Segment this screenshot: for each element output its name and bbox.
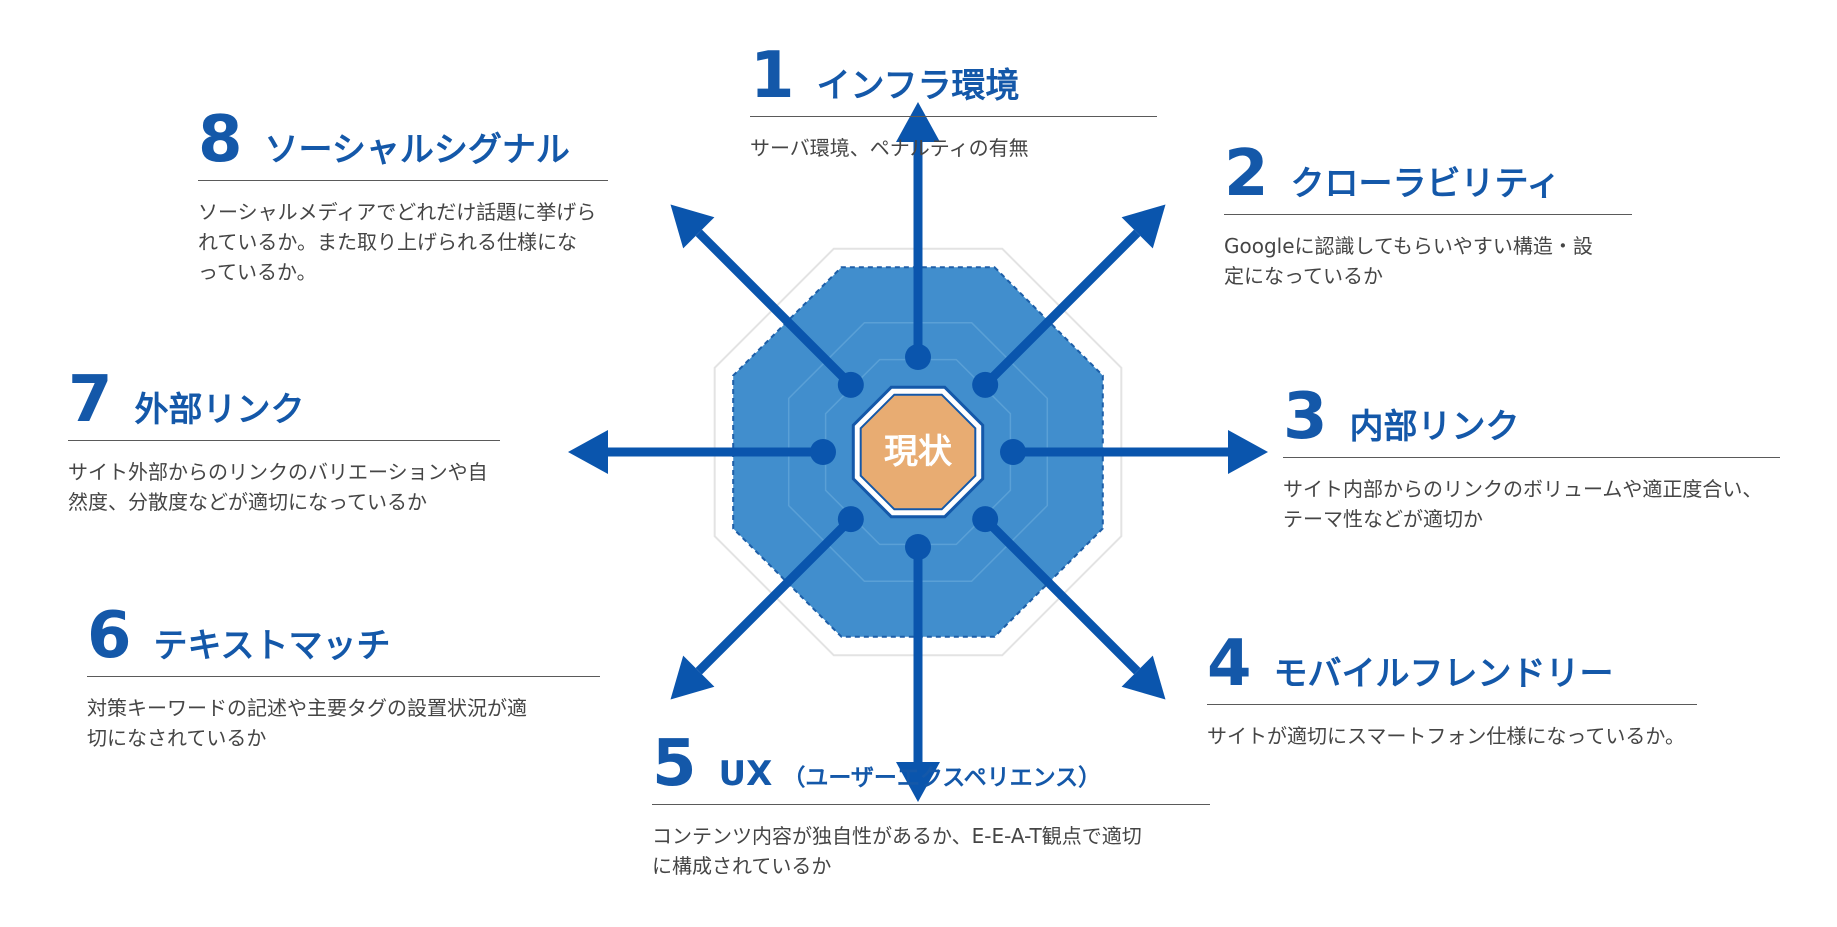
- grid-ring-5: [713, 247, 1123, 657]
- factor-1-heading: 1 インフラ環境: [750, 44, 1157, 108]
- factor-8-description: ソーシャルメディアでどれだけ話題に挙げら れているか。また取り上げられる仕様にな…: [198, 200, 597, 284]
- arrow-base-dot-5: [905, 534, 931, 560]
- center-badge: 現状: [851, 385, 985, 519]
- factor-3-number: 3: [1283, 380, 1328, 454]
- inner-grid-ring-3: [787, 321, 1049, 583]
- arrow-base-dot-7: [810, 439, 836, 465]
- axis-arrow-2: [972, 204, 1166, 398]
- factor-7-title: 外部リンク: [134, 390, 305, 430]
- factor-4-description: サイトが適切にスマートフォン仕様になっているか。: [1207, 724, 1685, 748]
- arrow-shaft-6: [695, 515, 855, 675]
- factor-4-title: モバイルフレンドリー: [1273, 654, 1614, 694]
- factor-3-block: 3 内部リンク サイト内部からのリンクのボリュームや適正度合い、 テーマ性などが…: [1283, 385, 1780, 534]
- arrow-shaft-4: [981, 515, 1141, 675]
- axis-arrows: [568, 102, 1268, 802]
- factor-7-number: 7: [68, 363, 113, 437]
- arrow-base-dot-1: [905, 344, 931, 370]
- axis-arrow-7: [568, 430, 836, 474]
- factor-2-divider: [1224, 214, 1632, 215]
- factor-5-description: コンテンツ内容が独自性があるか、E-E-A-T観点で適切 に構成されているか: [652, 824, 1142, 878]
- factor-1-number: 1: [750, 39, 795, 113]
- factor-7-description: サイト外部からのリンクのバリエーションや自 然度、分散度などが適切になっているか: [68, 460, 488, 514]
- arrow-head-2: [1121, 204, 1166, 249]
- factor-2-block: 2 クローラビリティ Googleに認識してもらいやすい構造・設 定になっている…: [1224, 142, 1632, 291]
- arrow-base-dot-2: [972, 371, 999, 398]
- factor-4-heading: 4 モバイルフレンドリー: [1207, 632, 1697, 696]
- axis-arrow-4: [972, 506, 1166, 700]
- arrow-head-4: [1121, 655, 1166, 700]
- axis-arrow-8: [670, 204, 864, 398]
- factor-5-number: 5: [652, 727, 697, 801]
- arrow-shaft-8: [695, 229, 855, 389]
- arrow-shaft-2: [981, 229, 1141, 389]
- arrow-head-6: [670, 655, 715, 700]
- arrow-base-dot-4: [972, 506, 999, 533]
- factor-3-description: サイト内部からのリンクのボリュームや適正度合い、 テーマ性などが適切か: [1283, 477, 1763, 531]
- inner-grid-ring-2: [824, 358, 1012, 546]
- factor-6-title: テキストマッチ: [153, 626, 391, 666]
- factor-8-number: 8: [198, 103, 243, 177]
- arrow-base-dot-3: [1000, 439, 1026, 465]
- arrow-head-7: [568, 430, 608, 474]
- factor-2-title: クローラビリティ: [1290, 164, 1561, 204]
- factor-8-divider: [198, 180, 608, 181]
- factor-1-divider: [750, 116, 1157, 117]
- factor-6-heading: 6 テキストマッチ: [87, 604, 600, 668]
- arrow-head-8: [670, 204, 715, 249]
- center-octagon: [859, 393, 977, 511]
- factor-5-title: UX: [718, 754, 773, 794]
- factor-2-heading: 2 クローラビリティ: [1224, 142, 1632, 206]
- factor-6-divider: [87, 676, 600, 677]
- factor-1-title: インフラ環境: [816, 66, 1020, 106]
- factor-2-description: Googleに認識してもらいやすい構造・設 定になっているか: [1224, 234, 1593, 288]
- factor-7-divider: [68, 440, 500, 441]
- factor-1-description: サーバ環境、ペナルティの有無: [750, 136, 1029, 160]
- factor-7-block: 7 外部リンク サイト外部からのリンクのバリエーションや自 然度、分散度などが適…: [68, 368, 500, 517]
- axis-arrow-6: [670, 506, 864, 700]
- factor-6-number: 6: [87, 599, 132, 673]
- factor-2-number: 2: [1224, 137, 1269, 211]
- arrow-base-dot-8: [837, 371, 864, 398]
- factor-8-title: ソーシャルシグナル: [264, 130, 570, 170]
- center-label: 現状: [884, 432, 953, 472]
- factor-5-block: 5 UX （ユーザーエクスペリエンス） コンテンツ内容が独自性があるか、E-E-…: [652, 732, 1210, 881]
- factor-5-title-sub: （ユーザーエクスペリエンス）: [782, 765, 1102, 791]
- factor-8-block: 8 ソーシャルシグナル ソーシャルメディアでどれだけ話題に挙げら れているか。ま…: [198, 108, 608, 287]
- arrow-head-3: [1228, 430, 1268, 474]
- factor-1-block: 1 インフラ環境 サーバ環境、ペナルティの有無: [750, 44, 1157, 163]
- factor-7-heading: 7 外部リンク: [68, 368, 500, 432]
- arrow-head-5: [896, 762, 940, 802]
- factor-6-block: 6 テキストマッチ 対策キーワードの記述や主要タグの設置状況が適 切になされてい…: [87, 604, 600, 753]
- arrow-head-1: [896, 102, 940, 142]
- factor-8-heading: 8 ソーシャルシグナル: [198, 108, 608, 172]
- axis-arrow-3: [1000, 430, 1268, 474]
- factor-6-description: 対策キーワードの記述や主要タグの設置状況が適 切になされているか: [87, 696, 527, 750]
- factor-3-heading: 3 内部リンク: [1283, 385, 1780, 449]
- factor-4-divider: [1207, 704, 1697, 705]
- factor-5-divider: [652, 804, 1210, 805]
- factor-4-number: 4: [1207, 627, 1252, 701]
- axis-arrow-5: [896, 534, 940, 802]
- factor-3-divider: [1283, 457, 1780, 458]
- arrow-base-dot-6: [837, 506, 864, 533]
- factor-5-heading: 5 UX （ユーザーエクスペリエンス）: [652, 732, 1210, 796]
- factor-4-block: 4 モバイルフレンドリー サイトが適切にスマートフォン仕様になっているか。: [1207, 632, 1697, 751]
- factor-3-title: 内部リンク: [1349, 407, 1520, 447]
- axis-arrow-1: [896, 102, 940, 370]
